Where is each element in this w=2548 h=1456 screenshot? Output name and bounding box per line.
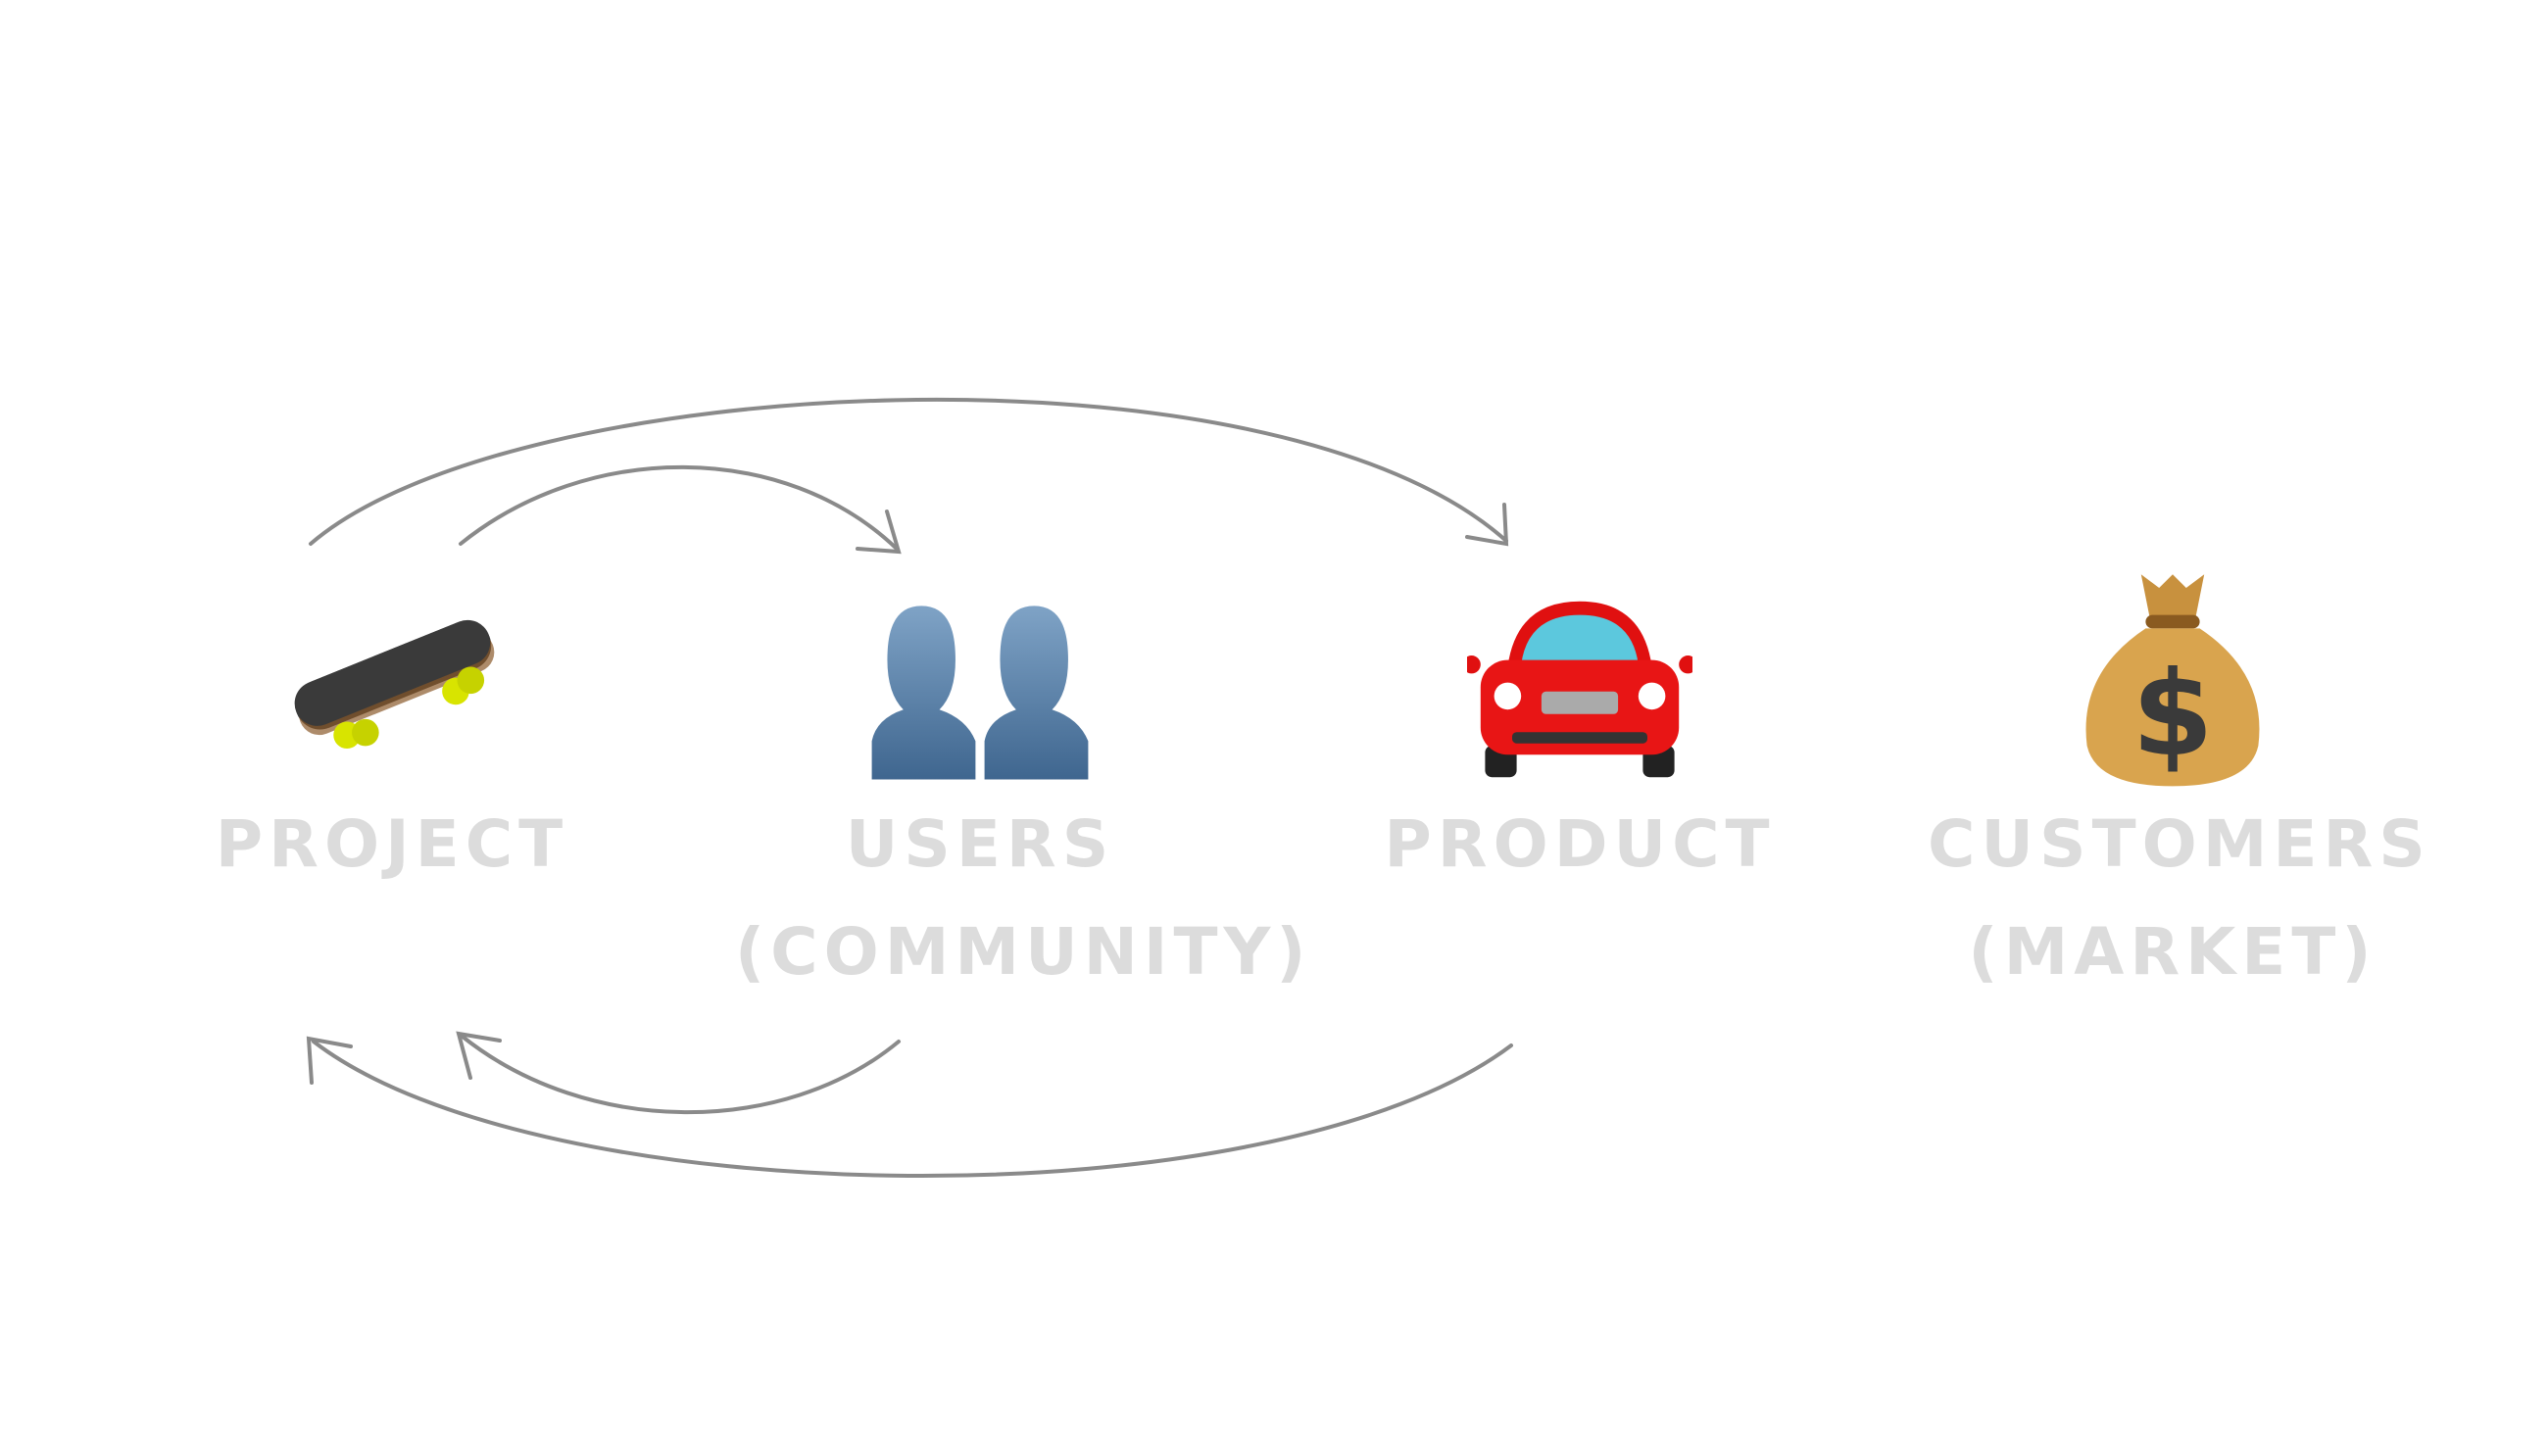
money-bag-icon: $ xyxy=(2085,574,2260,787)
skateboard-icon xyxy=(294,619,495,750)
product-label: PRODUCT xyxy=(1384,806,1776,882)
node-project: PROJECT xyxy=(147,565,637,898)
arrow-project-to-users xyxy=(459,464,902,555)
svg-text:$: $ xyxy=(2132,647,2213,783)
node-customers: $ CUSTOMERS (MARKET) xyxy=(1928,565,2431,1006)
car-icon xyxy=(1467,601,1692,778)
arrow-project-to-product xyxy=(309,398,1509,547)
users-label: USERS xyxy=(845,806,1115,882)
customers-sublabel: (MARKET) xyxy=(1968,914,2377,990)
customers-label: CUSTOMERS xyxy=(1928,806,2431,882)
users-icon xyxy=(871,606,1089,780)
arrow-users-to-project xyxy=(456,1031,901,1115)
node-users: USERS (COMMUNITY) xyxy=(735,565,1312,1006)
users-sublabel: (COMMUNITY) xyxy=(735,914,1312,990)
arrow-product-to-project xyxy=(306,1036,1513,1179)
project-label: PROJECT xyxy=(215,806,569,882)
node-product: PRODUCT xyxy=(1335,565,1825,898)
